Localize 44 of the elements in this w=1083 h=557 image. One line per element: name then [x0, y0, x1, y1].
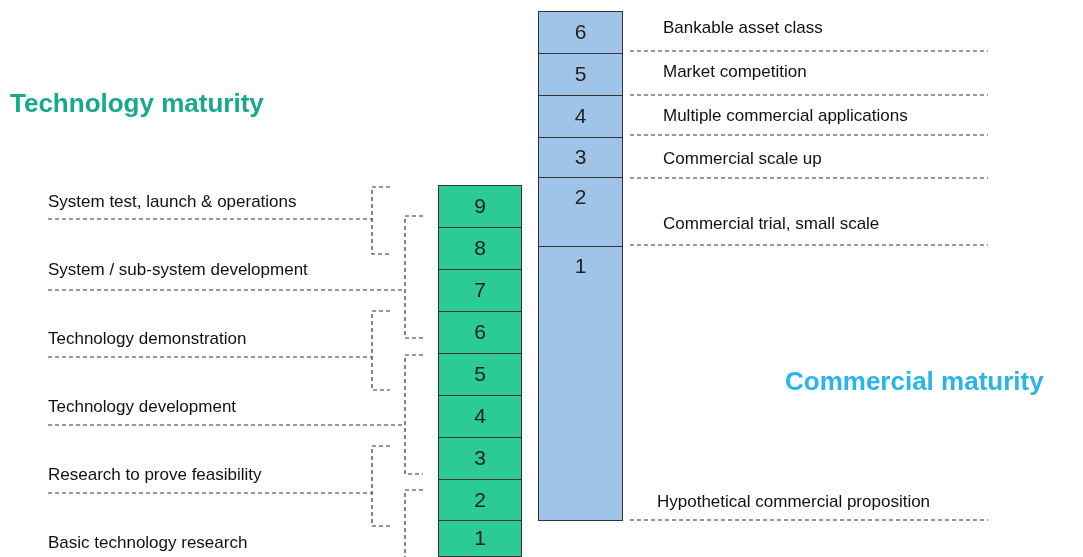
- level-cell: [438, 353, 522, 396]
- phase-label: Basic technology research: [48, 533, 248, 553]
- axis-title: Commercial maturity: [785, 366, 1044, 397]
- level-number: 1: [474, 526, 486, 549]
- level-cell: [438, 227, 522, 270]
- level-number: 6: [474, 320, 486, 343]
- phase-label: Technology development: [48, 397, 237, 417]
- stage-label: Market competition: [663, 62, 807, 82]
- level-cell: [538, 95, 623, 138]
- stage-label: Hypothetical commercial proposition: [657, 492, 931, 512]
- level-number: 4: [474, 404, 486, 427]
- level-cell: [438, 437, 522, 480]
- level-cell: [438, 520, 522, 557]
- level-number: 3: [574, 145, 587, 168]
- level-cell: [438, 395, 522, 438]
- level-cell: [438, 269, 522, 312]
- level-cell: [538, 53, 623, 96]
- phase-label: Research to prove feasibility: [48, 465, 262, 485]
- stage-label: Commercial scale up: [663, 149, 822, 169]
- phase-label: Technology demonstration: [48, 329, 247, 349]
- level-number: 2: [474, 488, 486, 511]
- level-number: 9: [474, 194, 486, 217]
- level-number: 8: [474, 236, 486, 259]
- phase-label: System / sub-system development: [48, 260, 308, 280]
- axis-title: Technology maturity: [10, 88, 264, 119]
- stage-label: Multiple commercial applications: [663, 106, 908, 126]
- level-number: 4: [574, 104, 587, 127]
- phase-label: System test, launch & operations: [48, 192, 297, 212]
- level-cell: [438, 479, 522, 521]
- level-number: 3: [474, 446, 486, 469]
- level-number: 5: [574, 62, 587, 85]
- stage-label: Bankable asset class: [663, 18, 823, 38]
- level-number: 7: [474, 278, 486, 301]
- level-number: 6: [574, 20, 587, 43]
- stage-label: Commercial trial, small scale: [663, 214, 880, 234]
- level-cell: [538, 177, 623, 247]
- level-number: 1: [574, 254, 587, 277]
- level-cell: [438, 185, 522, 228]
- level-number: 5: [474, 362, 486, 385]
- level-cell: [538, 137, 623, 178]
- level-number: 2: [574, 185, 587, 208]
- level-cell: [538, 246, 623, 521]
- level-cell: [438, 311, 522, 354]
- level-cell: [538, 11, 623, 54]
